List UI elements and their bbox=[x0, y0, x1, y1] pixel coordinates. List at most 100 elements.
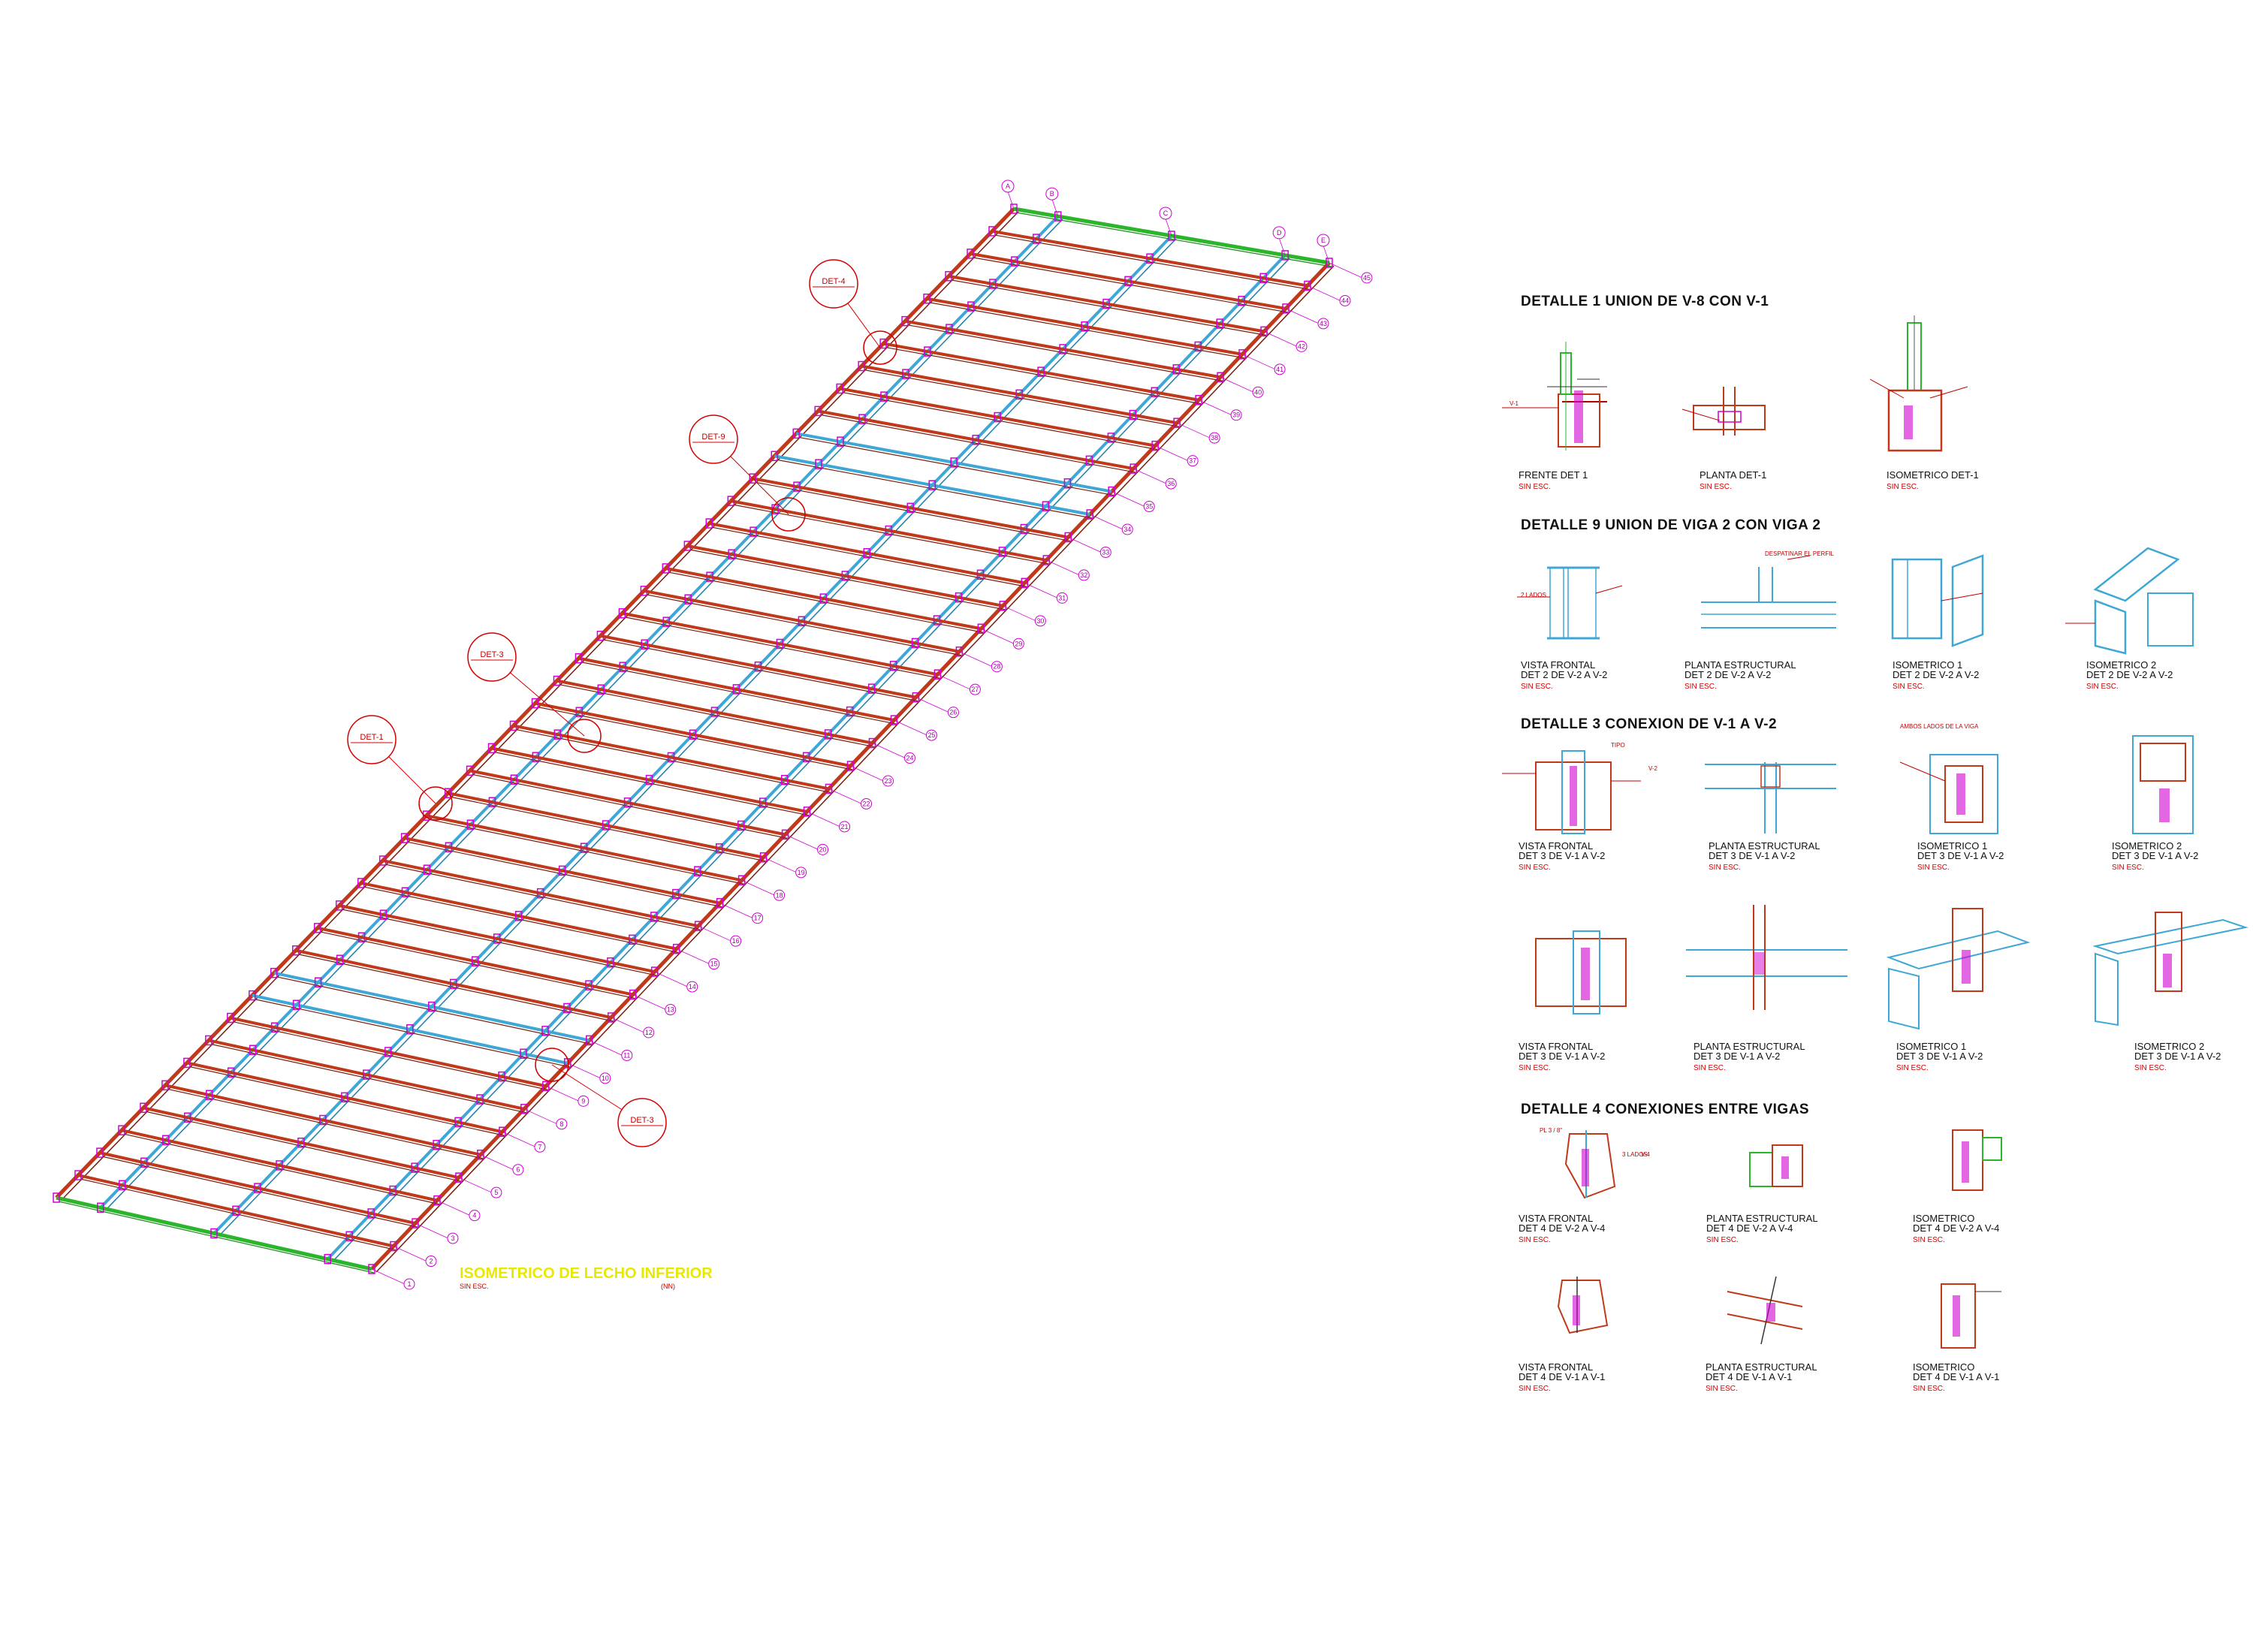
connection-plate bbox=[276, 1160, 283, 1171]
connection-plate bbox=[998, 547, 1006, 557]
grid-leader-line bbox=[1024, 582, 1058, 598]
connection-plate bbox=[1260, 326, 1268, 337]
transverse-beam-edge bbox=[842, 391, 1158, 451]
transverse-beam bbox=[600, 634, 916, 699]
connection-plate bbox=[976, 569, 985, 580]
transverse-beam-edge bbox=[602, 639, 918, 702]
det3b-plan-drawing bbox=[1686, 905, 1847, 1010]
det1-front-drawing bbox=[1502, 342, 1607, 451]
transverse-beam-edge bbox=[210, 1043, 526, 1114]
grid-leader-line bbox=[1176, 422, 1211, 439]
connection-plate bbox=[885, 525, 893, 536]
det3-iso1-drawing bbox=[1899, 754, 1998, 834]
transverse-beam-edge bbox=[80, 1178, 397, 1251]
det3b-plan-caption: PLANTA ESTRUCTURAL bbox=[1694, 1041, 1805, 1052]
det3-iso1-caption: ISOMETRICO 1 bbox=[1917, 840, 1987, 852]
longitudinal-beam-edge bbox=[104, 219, 1063, 1211]
transverse-beam-edge bbox=[167, 1088, 484, 1159]
grid-number: 29 bbox=[1015, 640, 1022, 647]
connection-plate bbox=[183, 1112, 192, 1123]
connection-plate bbox=[411, 1162, 418, 1173]
transverse-beam-edge bbox=[1015, 212, 1332, 267]
grid-bubble bbox=[469, 1210, 481, 1222]
connection-plate bbox=[118, 1125, 125, 1135]
connection-plate bbox=[487, 743, 496, 754]
det4-iso-caption: ISOMETRICO bbox=[1913, 1213, 1974, 1224]
grid-bubble bbox=[512, 1164, 524, 1176]
det3-front-drawing bbox=[1502, 750, 1641, 834]
grid-number: 10 bbox=[602, 1075, 609, 1082]
detail-marker bbox=[535, 1048, 569, 1082]
callout-label: DET-3 bbox=[480, 650, 503, 659]
det3-plan-caption: PLANTA ESTRUCTURAL bbox=[1709, 840, 1820, 852]
connection-plate bbox=[292, 945, 300, 956]
callout-circle bbox=[689, 415, 738, 464]
det4-front-line2: DET 4 DE V-2 A V-4 bbox=[1519, 1222, 1605, 1234]
grid-leader-line bbox=[937, 674, 971, 690]
det9-plan-line2: DET 2 DE V-2 A V-2 bbox=[1684, 669, 1771, 680]
grid-bubble bbox=[1012, 638, 1024, 650]
grid-bubble bbox=[1143, 501, 1155, 513]
callout-label: DET-9 bbox=[701, 433, 725, 442]
annotation-ambos-lados: AMBOS LADOS DE LA VIGA bbox=[1900, 723, 1979, 730]
transverse-beam-edge bbox=[319, 931, 635, 999]
connection-plate bbox=[53, 1192, 60, 1203]
grid-number: 37 bbox=[1189, 457, 1196, 465]
axis-letter: D bbox=[1277, 229, 1282, 237]
grid-number: 28 bbox=[993, 663, 1000, 671]
connection-plate bbox=[140, 1157, 148, 1168]
axis-letter: A bbox=[1006, 182, 1010, 190]
det4b-iso-caption: ISOMETRICO bbox=[1913, 1361, 1974, 1373]
section-4-title: DETALLE 4 CONEXIONES ENTRE VIGAS bbox=[1521, 1102, 1809, 1117]
connection-plate bbox=[880, 391, 888, 402]
connection-plate bbox=[586, 1035, 593, 1046]
annotation-v2: V-2 bbox=[1648, 765, 1658, 772]
grid-leader-line bbox=[1307, 285, 1341, 301]
connection-plate bbox=[1195, 394, 1202, 405]
transverse-beam-edge bbox=[950, 279, 1267, 336]
grid-leader-line bbox=[719, 903, 753, 919]
grid-bubble bbox=[925, 729, 937, 741]
connection-plate bbox=[532, 752, 540, 762]
connection-plate bbox=[923, 293, 930, 304]
transverse-beam-edge bbox=[777, 459, 1093, 519]
transverse-beam-edge bbox=[559, 683, 875, 748]
transverse-beam bbox=[208, 1039, 525, 1111]
grid-bubble bbox=[599, 1072, 611, 1084]
connection-plate bbox=[444, 788, 452, 798]
connection-plate bbox=[471, 956, 479, 966]
connection-plate bbox=[1042, 555, 1051, 565]
connection-plate bbox=[324, 1253, 331, 1265]
grid-bubble bbox=[1361, 272, 1373, 284]
grid-leader-line bbox=[436, 1200, 471, 1216]
grid-bubble bbox=[839, 821, 851, 833]
transverse-beam-edge bbox=[493, 751, 810, 816]
section-2-title: DETALLE 9 UNION DE VIGA 2 CON VIGA 2 bbox=[1521, 517, 1820, 533]
grid-bubble bbox=[708, 958, 720, 970]
connection-plate bbox=[640, 586, 648, 596]
det3-iso2-sub: SIN ESC. bbox=[2112, 864, 2144, 872]
longitudinal-beam-edge bbox=[331, 258, 1290, 1263]
grid-bubble bbox=[1078, 569, 1090, 581]
transverse-beam bbox=[686, 544, 1003, 607]
det1-iso-sub: SIN ESC. bbox=[1887, 483, 1919, 491]
connection-plate bbox=[1194, 341, 1202, 352]
connection-plate bbox=[754, 661, 762, 672]
connection-plate bbox=[727, 496, 735, 506]
grid-leader-line bbox=[632, 994, 666, 1010]
transverse-beam-edge bbox=[537, 706, 853, 770]
grid-bubble bbox=[403, 1278, 415, 1290]
connection-plate bbox=[629, 989, 637, 1000]
grid-number: 9 bbox=[581, 1097, 585, 1105]
connection-plate bbox=[1129, 409, 1137, 421]
connection-plate bbox=[1037, 366, 1045, 377]
det9-front-line2: DET 2 DE V-2 A V-2 bbox=[1521, 669, 1607, 680]
connection-plate bbox=[580, 843, 588, 853]
axis-leader-line bbox=[1278, 237, 1286, 256]
grid-leader-line bbox=[1155, 445, 1189, 462]
grid-bubble bbox=[1099, 546, 1111, 558]
det3b-iso2-line2: DET 3 DE V-1 A V-2 bbox=[2134, 1051, 2221, 1062]
axis-leader-line bbox=[1051, 198, 1059, 217]
transverse-beam-edge bbox=[428, 818, 744, 885]
